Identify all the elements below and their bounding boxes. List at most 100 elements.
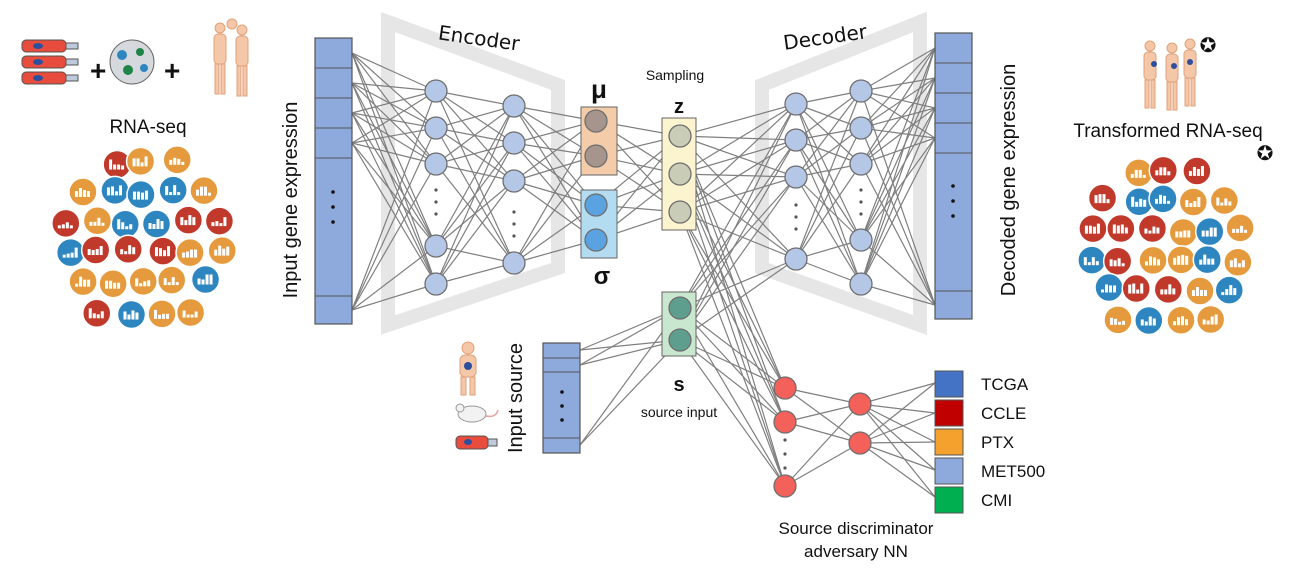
encoder-layer2-node bbox=[502, 131, 526, 155]
legend-swatch bbox=[934, 428, 964, 456]
edge bbox=[435, 142, 515, 285]
edge bbox=[784, 387, 861, 444]
expression-bar-icon bbox=[125, 226, 129, 230]
edge bbox=[351, 142, 437, 165]
mu-node bbox=[584, 144, 608, 168]
expression-bar-icon bbox=[1185, 319, 1189, 326]
edge bbox=[351, 112, 437, 165]
expression-bar-icon bbox=[1113, 260, 1117, 267]
expression-bar-icon bbox=[166, 313, 170, 319]
rnaseq-sample-dot bbox=[1223, 247, 1253, 278]
edge bbox=[795, 176, 862, 285]
expression-bar-icon bbox=[1155, 198, 1159, 204]
edge bbox=[860, 47, 936, 241]
expression-bar-icon bbox=[1120, 224, 1124, 234]
edge bbox=[860, 137, 936, 285]
expression-bar-icon bbox=[1177, 317, 1181, 326]
edge bbox=[351, 90, 437, 114]
expression-bar-icon bbox=[132, 158, 136, 167]
expression-bar-icon bbox=[1101, 289, 1105, 293]
encoder-layer2-node bbox=[502, 94, 526, 118]
edge bbox=[351, 112, 437, 129]
expression-bar-icon bbox=[1153, 257, 1157, 266]
expression-bar-icon bbox=[1225, 289, 1229, 296]
expression-bar-icon bbox=[1213, 227, 1217, 237]
expression-bar-icon bbox=[207, 192, 211, 196]
expression-bar-icon bbox=[121, 222, 125, 230]
expression-bar-icon bbox=[93, 221, 97, 226]
expression-bar-icon bbox=[156, 219, 160, 230]
edge bbox=[435, 142, 515, 165]
expression-bar-icon bbox=[1241, 260, 1245, 268]
edge bbox=[351, 52, 437, 285]
expression-bar-icon bbox=[74, 191, 78, 198]
expression-bar-icon bbox=[1210, 316, 1214, 325]
sigma-node bbox=[584, 193, 608, 217]
expression-bar-icon bbox=[82, 190, 86, 198]
edge bbox=[351, 90, 437, 144]
expression-bar-icon bbox=[69, 225, 73, 229]
edge bbox=[860, 77, 936, 285]
expression-bar-icon bbox=[136, 158, 140, 167]
expression-bar-icon bbox=[127, 314, 131, 320]
expression-bar-icon bbox=[1167, 200, 1171, 204]
expression-bar-icon bbox=[177, 192, 181, 196]
expression-bar-icon bbox=[1088, 225, 1092, 234]
left-panel: + + RNA-seq bbox=[21, 18, 249, 330]
expression-bar-icon bbox=[1211, 258, 1215, 265]
edge bbox=[679, 173, 786, 487]
right-panel-title: Transformed RNA-seq bbox=[1073, 121, 1262, 142]
expression-bar-icon bbox=[1200, 165, 1204, 176]
expression-bar-icon bbox=[120, 249, 124, 255]
rnaseq-sample-dot bbox=[125, 146, 156, 177]
expression-bar-icon bbox=[121, 165, 125, 170]
edge bbox=[859, 403, 936, 498]
sampling-label: Sampling bbox=[646, 67, 704, 83]
discriminator-layer1-node bbox=[773, 410, 797, 434]
input-gene-vector bbox=[314, 37, 353, 325]
expression-bar-icon bbox=[89, 221, 93, 226]
expression-bar-icon bbox=[1167, 171, 1171, 176]
expression-bar-icon bbox=[214, 249, 218, 256]
cell-line-flask-icon bbox=[21, 39, 79, 85]
expression-bar-icon bbox=[74, 247, 78, 258]
edge bbox=[351, 142, 437, 285]
edge bbox=[860, 47, 936, 165]
expression-bar-icon bbox=[1205, 230, 1209, 237]
expression-bar-icon bbox=[1102, 194, 1106, 204]
edge bbox=[795, 127, 862, 260]
expression-bar-icon bbox=[1134, 169, 1138, 178]
expression-bar-icon bbox=[1139, 198, 1143, 207]
expression-bar-icon bbox=[1199, 290, 1203, 297]
expression-bar-icon bbox=[1195, 287, 1199, 297]
expression-bar-icon bbox=[1144, 228, 1148, 234]
edge bbox=[859, 442, 936, 498]
expression-bar-icon bbox=[1124, 227, 1128, 234]
edge bbox=[859, 403, 936, 414]
expression-bar-icon bbox=[1083, 257, 1087, 266]
edge bbox=[351, 52, 437, 165]
expression-bar-icon bbox=[1084, 225, 1088, 234]
edge bbox=[435, 245, 515, 264]
expression-bar-icon bbox=[117, 282, 121, 289]
expression-bar-icon bbox=[139, 283, 143, 287]
expression-bar-icon bbox=[1192, 166, 1196, 176]
expression-bar-icon bbox=[162, 313, 166, 319]
edge bbox=[679, 176, 797, 341]
expression-bar-icon bbox=[113, 164, 117, 170]
expression-bar-icon bbox=[173, 185, 177, 196]
expression-bar-icon bbox=[1183, 230, 1187, 238]
patients-icon bbox=[213, 18, 249, 97]
expression-bar-icon bbox=[181, 161, 185, 165]
source-input-label: source input bbox=[641, 404, 717, 420]
expression-bar-icon bbox=[1145, 261, 1149, 266]
expression-bar-icon bbox=[158, 314, 162, 319]
edge bbox=[860, 90, 936, 306]
expression-bar-icon bbox=[1203, 254, 1207, 265]
expression-bar-icon bbox=[1156, 227, 1160, 234]
expression-bar-icon bbox=[1109, 285, 1113, 293]
edge bbox=[435, 105, 515, 165]
edge bbox=[679, 307, 786, 423]
expression-bar-icon bbox=[154, 309, 158, 319]
expression-bar-icon bbox=[162, 250, 166, 257]
